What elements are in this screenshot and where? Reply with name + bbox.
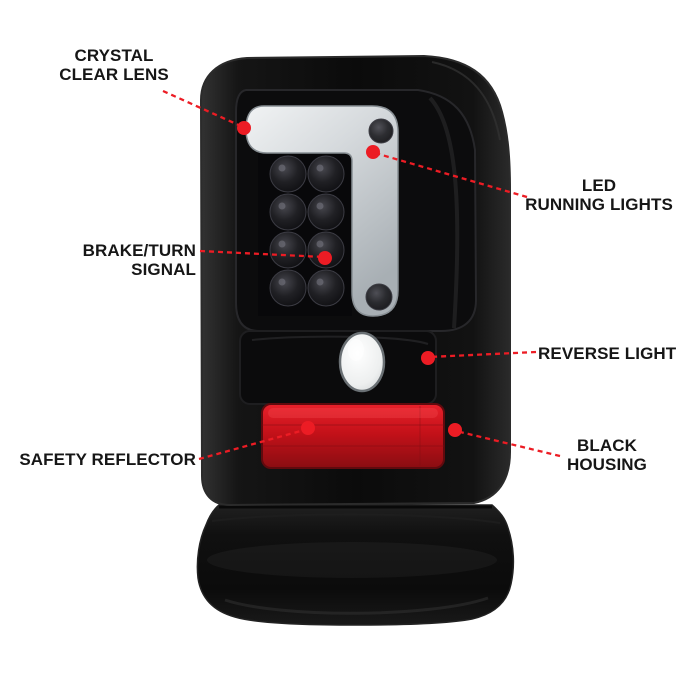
reverse-light-highlight (348, 339, 364, 361)
mid-panel (239, 330, 437, 405)
housing-molding-line (431, 61, 501, 141)
mid-panel-gloss (251, 335, 429, 345)
light-bar-leds (365, 118, 394, 311)
mounting-base (196, 504, 515, 626)
callout-label-crystal-clear-lens: CRYSTAL CLEAR LENS (59, 46, 169, 85)
callout-label-led-running-lights: LED RUNNING LIGHTS (525, 176, 673, 215)
callout-label-safety-reflector: SAFETY REFLECTOR (19, 450, 196, 469)
reverse-light-lens (338, 331, 386, 393)
callout-label-brake-turn-signal: BRAKE/TURN SIGNAL (82, 241, 196, 280)
base-details (207, 505, 501, 615)
reflector-sheen (268, 408, 438, 418)
callout-label-black-housing: BLACK HOUSING (566, 436, 648, 475)
callout-label-reverse-light: REVERSE LIGHT (538, 344, 677, 363)
led-cluster (269, 155, 345, 307)
